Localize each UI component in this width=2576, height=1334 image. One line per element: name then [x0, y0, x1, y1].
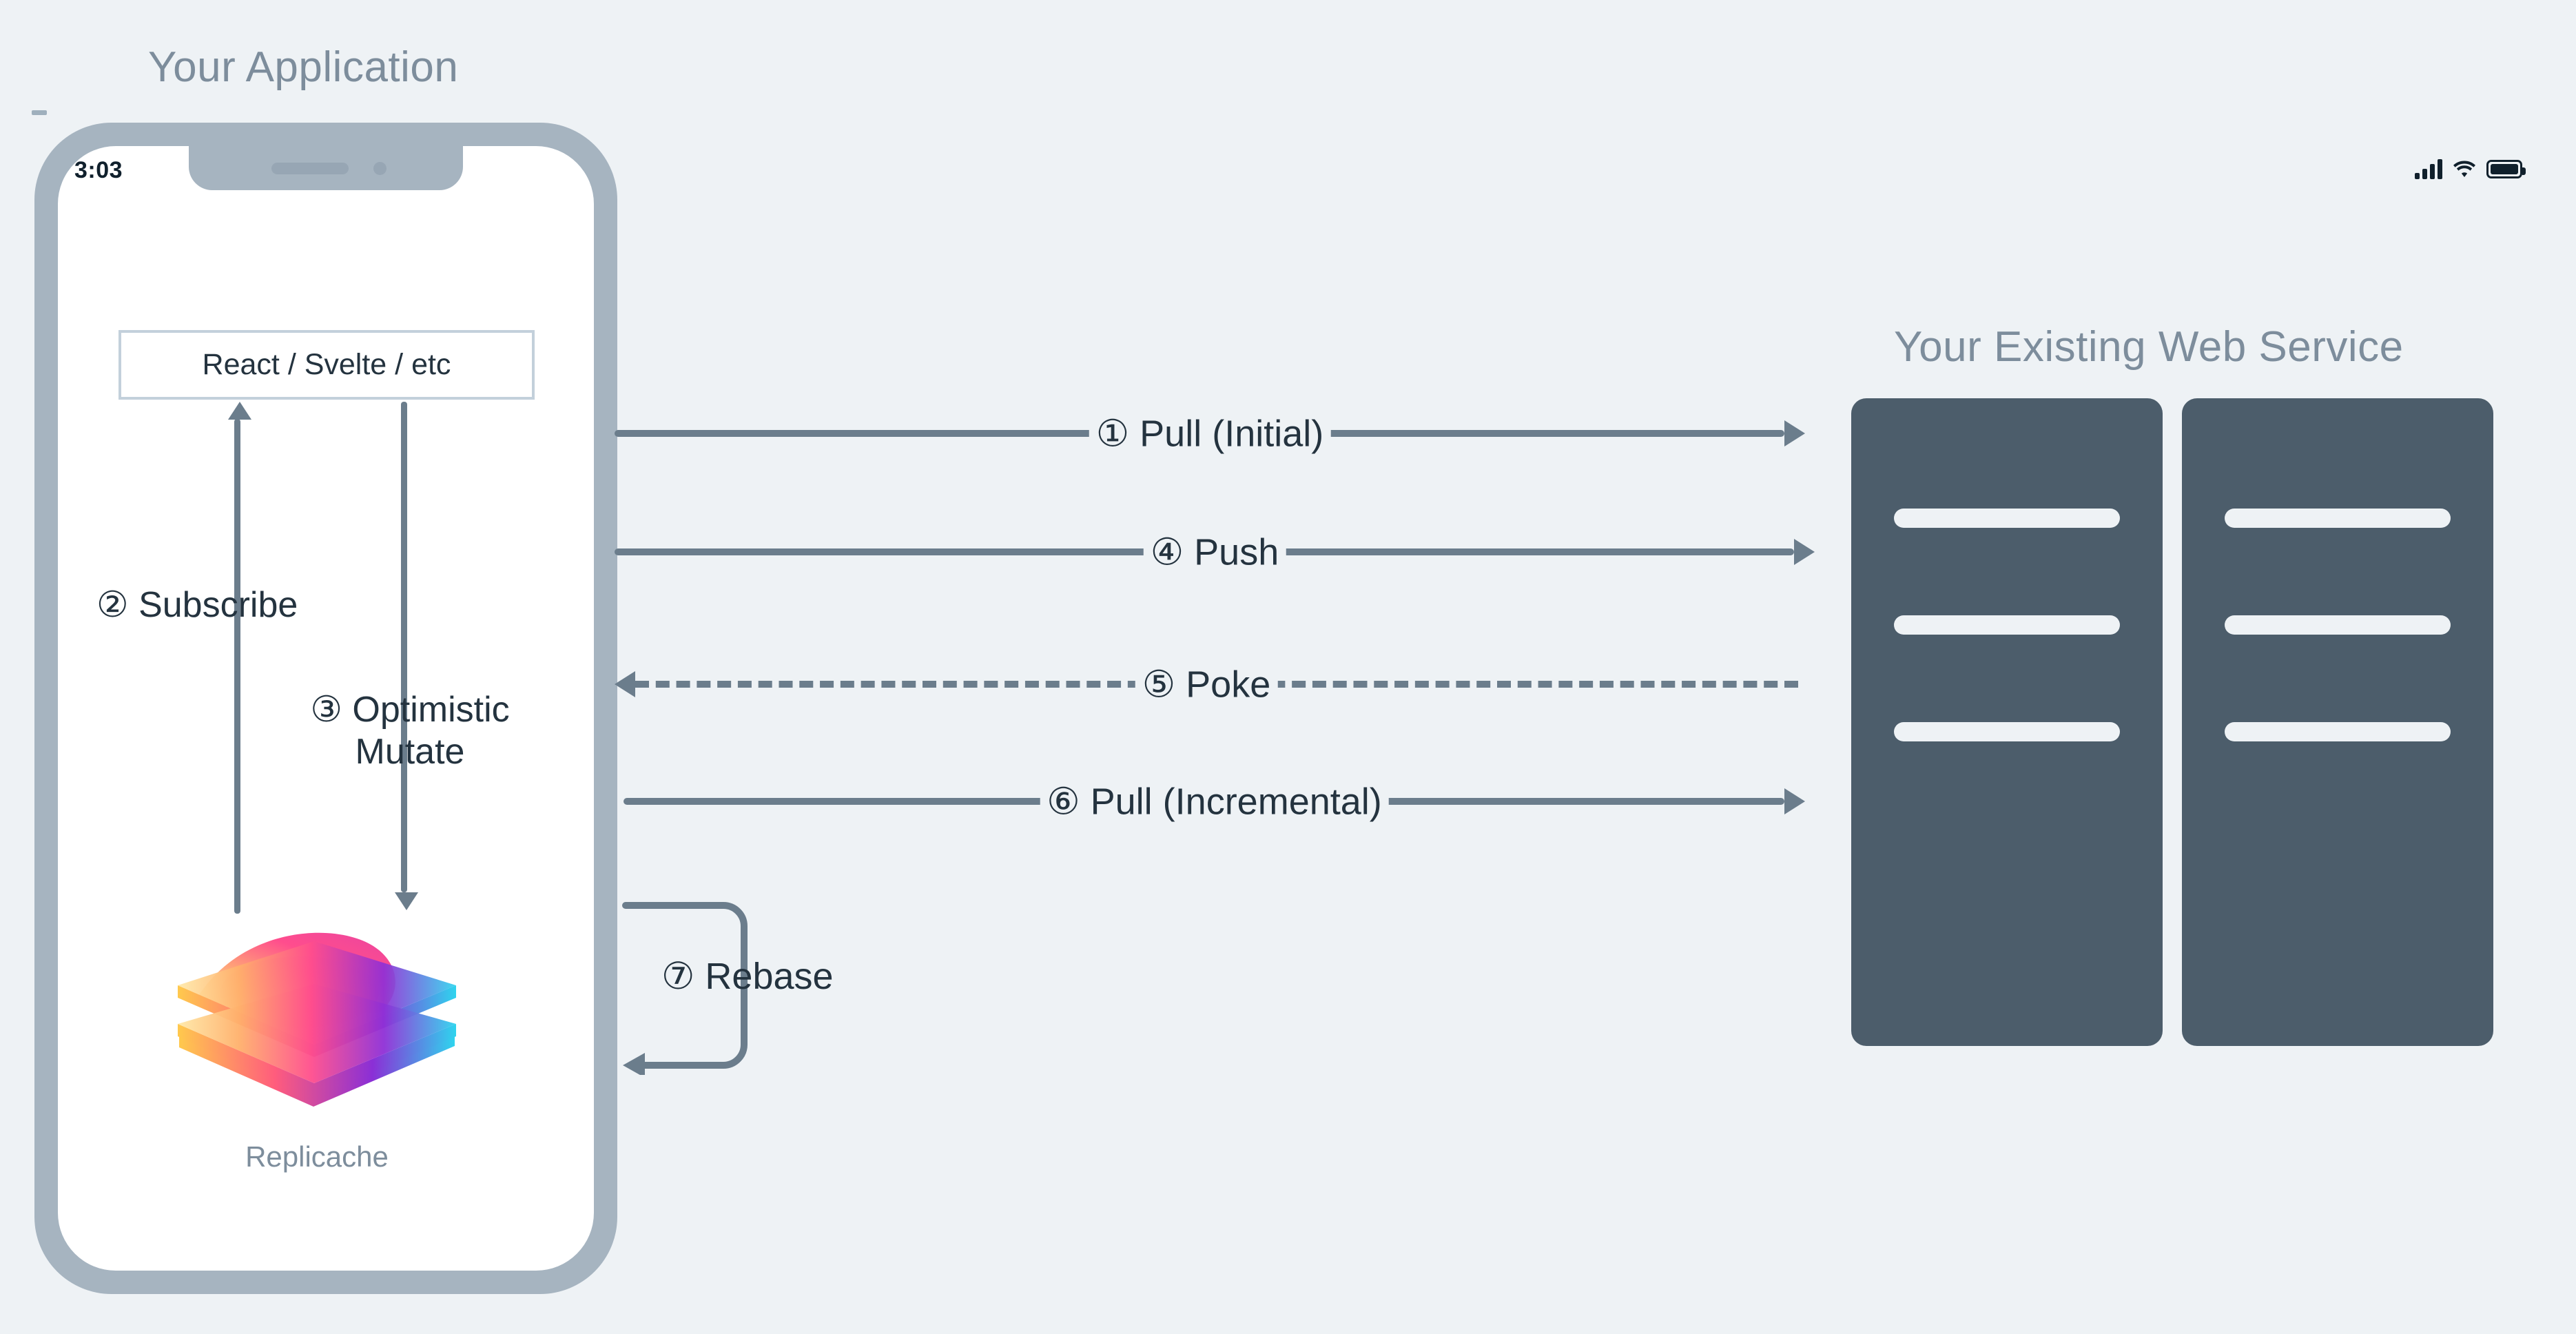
- arrow-push: ④ Push: [615, 530, 1815, 574]
- mutate-arrow-line: [401, 402, 407, 892]
- arrow-label-pull-initial: ① Pull (Initial): [1089, 411, 1331, 455]
- server-rack-right: [2182, 398, 2493, 1046]
- arrow-rebase-loop: [622, 902, 748, 1075]
- arrow-label-rebase: ⑦ Rebase: [661, 956, 834, 997]
- arrow-label-poke: ⑤ Poke: [1135, 662, 1278, 706]
- server-slot: [2225, 615, 2451, 635]
- server-slot: [1894, 615, 2120, 635]
- phone-notch: [189, 146, 463, 190]
- step-number-subscribe: ②: [96, 585, 129, 625]
- framework-box[interactable]: React / Svelte / etc: [119, 330, 535, 400]
- decorative-dash: [32, 110, 47, 115]
- framework-box-label: React / Svelte / etc: [202, 348, 451, 381]
- status-bar-time: 3:03: [74, 157, 123, 183]
- replicache-layers-logo: [178, 932, 456, 1107]
- server-rack-left: [1851, 398, 2163, 1046]
- signal-icon: [2415, 158, 2442, 179]
- speaker-icon: [271, 163, 349, 174]
- status-bar-icons: [2415, 158, 2526, 179]
- step-label-subscribe: ② Subscribe: [96, 584, 298, 626]
- step-text-subscribe: Subscribe: [138, 585, 298, 625]
- application-title: Your Application: [148, 43, 459, 91]
- server-slot: [1894, 722, 2120, 741]
- arrow-pull-incremental: ⑥ Pull (Incremental): [624, 779, 1805, 823]
- subscribe-arrow-line: [234, 419, 240, 914]
- mutate-arrow-head: [395, 892, 418, 910]
- arrow-label-pull-incremental: ⑥ Pull (Incremental): [1040, 779, 1389, 823]
- server-slot: [1894, 509, 2120, 528]
- subscribe-arrow-head: [228, 402, 251, 420]
- step-label-optimistic-mutate: ③ Optimistic Mutate: [265, 689, 555, 774]
- step-number-mutate: ③: [310, 690, 342, 730]
- wifi-icon: [2453, 161, 2475, 177]
- replicache-label: Replicache: [245, 1140, 389, 1173]
- battery-icon: [2486, 159, 2526, 178]
- arrow-pull-initial: ① Pull (Initial): [615, 411, 1805, 455]
- arrow-label-push: ④ Push: [1143, 530, 1286, 574]
- server-slot: [2225, 722, 2451, 741]
- step-text-mutate: Optimistic Mutate: [352, 690, 510, 772]
- web-service-title: Your Existing Web Service: [1894, 323, 2404, 371]
- arrow-poke: ⑤ Poke: [615, 662, 1798, 706]
- server-slot: [2225, 509, 2451, 528]
- camera-icon: [373, 162, 387, 175]
